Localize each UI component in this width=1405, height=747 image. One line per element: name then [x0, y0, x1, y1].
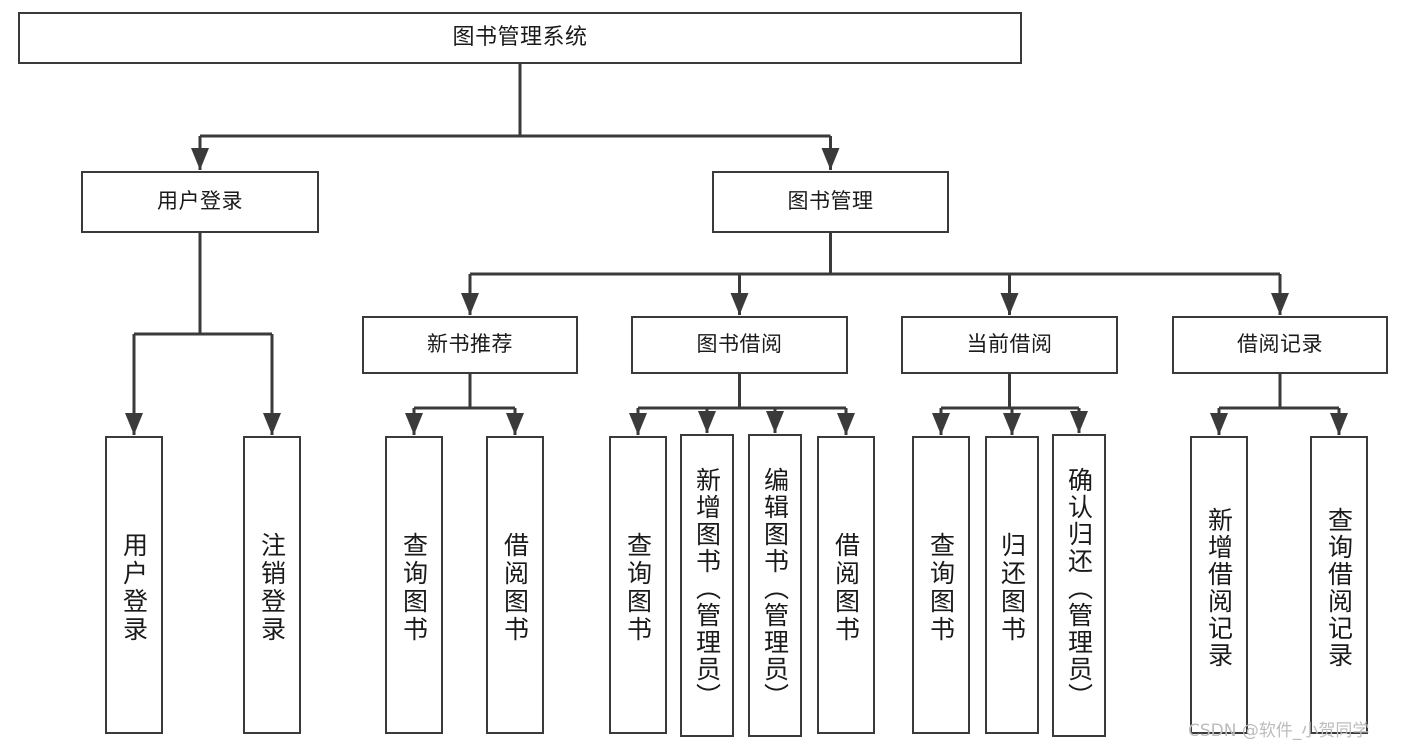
- node-label: 编辑图书（管理员）: [760, 467, 790, 710]
- node-leaf-rec-query: 查询图书: [385, 436, 443, 734]
- node-leaf-rec-borrow: 借阅图书: [486, 436, 544, 734]
- node-label: 借阅图书: [500, 532, 530, 644]
- node-label: 查询图书: [623, 532, 653, 644]
- node-leaf-book-add: 新增图书（管理员）: [680, 434, 734, 737]
- node-label: 用户登录: [119, 532, 149, 644]
- node-user-login: 用户登录: [81, 171, 319, 233]
- node-label: 新书推荐: [427, 332, 513, 357]
- node-leaf-rec-add: 新增借阅记录: [1190, 436, 1248, 734]
- node-label: 图书管理系统: [452, 24, 588, 50]
- node-leaf-cur-confirm: 确认归还（管理员）: [1052, 434, 1106, 737]
- node-current-borrow: 当前借阅: [901, 316, 1118, 374]
- node-leaf-book-edit: 编辑图书（管理员）: [748, 434, 802, 737]
- node-leaf-book-lend: 借阅图书: [817, 436, 875, 734]
- node-label: 借阅记录: [1237, 332, 1323, 357]
- node-label: 查询图书: [926, 532, 956, 644]
- node-borrow-record: 借阅记录: [1172, 316, 1388, 374]
- node-label: 新增图书（管理员）: [692, 467, 722, 710]
- node-leaf-user-login: 用户登录: [105, 436, 163, 734]
- node-book-manage: 图书管理: [712, 171, 949, 233]
- node-new-book-rec: 新书推荐: [362, 316, 578, 374]
- node-book-borrow: 图书借阅: [631, 316, 848, 374]
- node-label: 注销登录: [257, 532, 287, 644]
- node-leaf-cur-query: 查询图书: [912, 436, 970, 734]
- node-label: 当前借阅: [966, 332, 1053, 357]
- watermark-text: CSDN @软件_小贺同学: [1188, 721, 1370, 741]
- node-leaf-borrow-query: 查询图书: [609, 436, 667, 734]
- node-label: 新增借阅记录: [1204, 507, 1234, 669]
- node-label: 用户登录: [157, 189, 243, 214]
- node-label: 查询图书: [399, 532, 429, 644]
- node-leaf-cur-return: 归还图书: [985, 436, 1039, 734]
- node-label: 图书管理: [787, 189, 874, 214]
- node-label: 确认归还（管理员）: [1064, 467, 1094, 710]
- node-label: 图书借阅: [696, 332, 783, 357]
- node-label: 借阅图书: [831, 532, 861, 644]
- node-label: 查询借阅记录: [1324, 507, 1354, 669]
- node-leaf-rec-search: 查询借阅记录: [1310, 436, 1368, 734]
- node-leaf-user-logout: 注销登录: [243, 436, 301, 734]
- node-root: 图书管理系统: [18, 12, 1022, 64]
- node-label: 归还图书: [997, 532, 1027, 644]
